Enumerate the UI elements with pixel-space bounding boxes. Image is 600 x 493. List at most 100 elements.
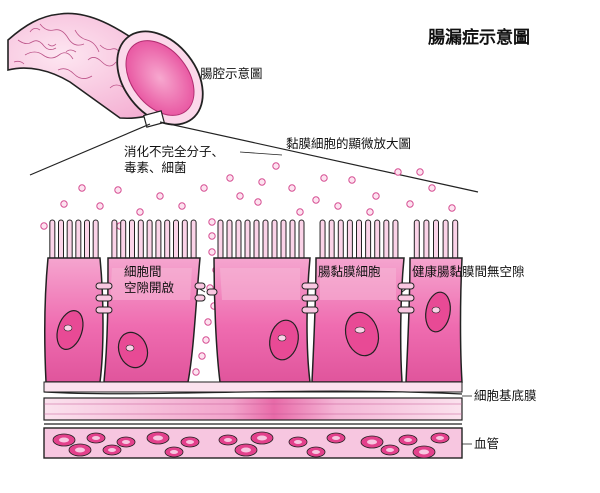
particle xyxy=(372,192,380,200)
particle xyxy=(258,178,266,186)
microvillus xyxy=(337,219,344,261)
microvillus xyxy=(423,219,430,261)
junction xyxy=(95,282,113,290)
junction xyxy=(95,294,113,302)
microvillus xyxy=(235,219,242,261)
microvillus xyxy=(58,219,64,261)
microvillus xyxy=(164,219,171,261)
red-blood-cell xyxy=(250,431,274,445)
microvillus xyxy=(84,219,90,261)
microvillus xyxy=(346,219,353,261)
particle xyxy=(448,204,456,212)
particles-label: 消化不完全分子、 毒素、細菌 xyxy=(124,144,225,175)
microvillus xyxy=(226,219,233,261)
particle xyxy=(406,200,414,208)
junction xyxy=(397,282,415,290)
microvillus xyxy=(413,219,420,261)
particle xyxy=(198,352,206,360)
microvillus xyxy=(271,219,278,261)
microvillus xyxy=(319,219,326,261)
page-title: 腸漏症示意圖 xyxy=(428,28,530,48)
mucosa-cells-label: 黏膜細胞的顯微放大圖 xyxy=(286,136,412,151)
red-blood-cell xyxy=(116,436,136,448)
intestine-tube xyxy=(7,12,204,128)
healthy-label: 健康腸黏膜間無空隙 xyxy=(412,264,525,279)
microvillus xyxy=(66,219,73,261)
red-blood-cell xyxy=(288,436,308,448)
particle xyxy=(226,174,234,182)
microvillus xyxy=(298,219,305,261)
particles xyxy=(40,162,456,376)
red-blood-cells xyxy=(52,431,450,459)
particle xyxy=(60,200,68,208)
red-blood-cell xyxy=(68,443,92,457)
red-blood-cell xyxy=(398,434,418,446)
lumen-label: 腸腔示意圖 xyxy=(200,66,263,81)
particle xyxy=(236,192,244,200)
microvillus xyxy=(328,219,335,261)
junction xyxy=(301,282,319,290)
microvillus xyxy=(392,219,399,261)
microvillus xyxy=(217,219,224,261)
red-blood-cell xyxy=(218,434,238,446)
particle xyxy=(192,368,200,376)
tight-junctions xyxy=(95,282,415,314)
particle xyxy=(272,162,280,170)
particle-pointer xyxy=(239,151,283,156)
particle xyxy=(40,222,48,230)
red-blood-cell xyxy=(52,433,76,447)
blood-vessel xyxy=(43,427,463,459)
red-blood-cell xyxy=(164,446,184,458)
microvillus xyxy=(383,219,390,261)
junction xyxy=(206,288,218,296)
junction xyxy=(301,306,319,314)
microvillus xyxy=(173,219,179,261)
red-blood-cell xyxy=(102,444,122,456)
microvillus xyxy=(365,219,372,261)
gap-label: 細胞間 空隙開啟 xyxy=(124,264,175,295)
microvillus xyxy=(433,219,439,261)
microvillus xyxy=(137,219,144,261)
microvillus xyxy=(146,219,153,261)
red-blood-cell xyxy=(306,446,326,458)
junction xyxy=(95,306,113,314)
particle xyxy=(366,208,374,216)
basement-membrane xyxy=(43,381,463,425)
microvillus xyxy=(289,219,296,261)
particle xyxy=(208,232,216,240)
microvillus xyxy=(280,219,287,261)
zoom-line-left xyxy=(29,123,151,176)
mucosal-cell-label: 腸黏膜細胞 xyxy=(318,264,381,279)
nuclei xyxy=(56,291,451,369)
zoom-line-right xyxy=(159,121,479,193)
red-blood-cell xyxy=(180,436,200,448)
red-blood-cell xyxy=(86,432,106,444)
junction xyxy=(397,294,415,302)
microvillus xyxy=(190,219,197,261)
particle xyxy=(156,192,164,200)
particle xyxy=(312,196,320,204)
particle xyxy=(334,202,342,210)
microvillus xyxy=(129,219,135,261)
microvillus xyxy=(75,219,82,261)
particle xyxy=(208,248,216,256)
particle xyxy=(114,186,122,194)
particle xyxy=(394,168,402,176)
microvillus xyxy=(452,219,459,261)
microvillus xyxy=(111,219,118,261)
red-blood-cell xyxy=(412,445,436,459)
villi xyxy=(49,219,459,261)
microvillus xyxy=(244,219,251,261)
red-blood-cell xyxy=(430,432,450,444)
red-blood-cell xyxy=(380,444,400,456)
microvillus xyxy=(253,219,260,261)
microvillus xyxy=(49,219,56,261)
particle xyxy=(96,202,104,210)
particle xyxy=(208,218,216,226)
vessel-label: 血管 xyxy=(474,436,500,451)
microvillus xyxy=(155,219,162,261)
particle xyxy=(200,184,208,192)
red-blood-cell xyxy=(360,435,384,449)
